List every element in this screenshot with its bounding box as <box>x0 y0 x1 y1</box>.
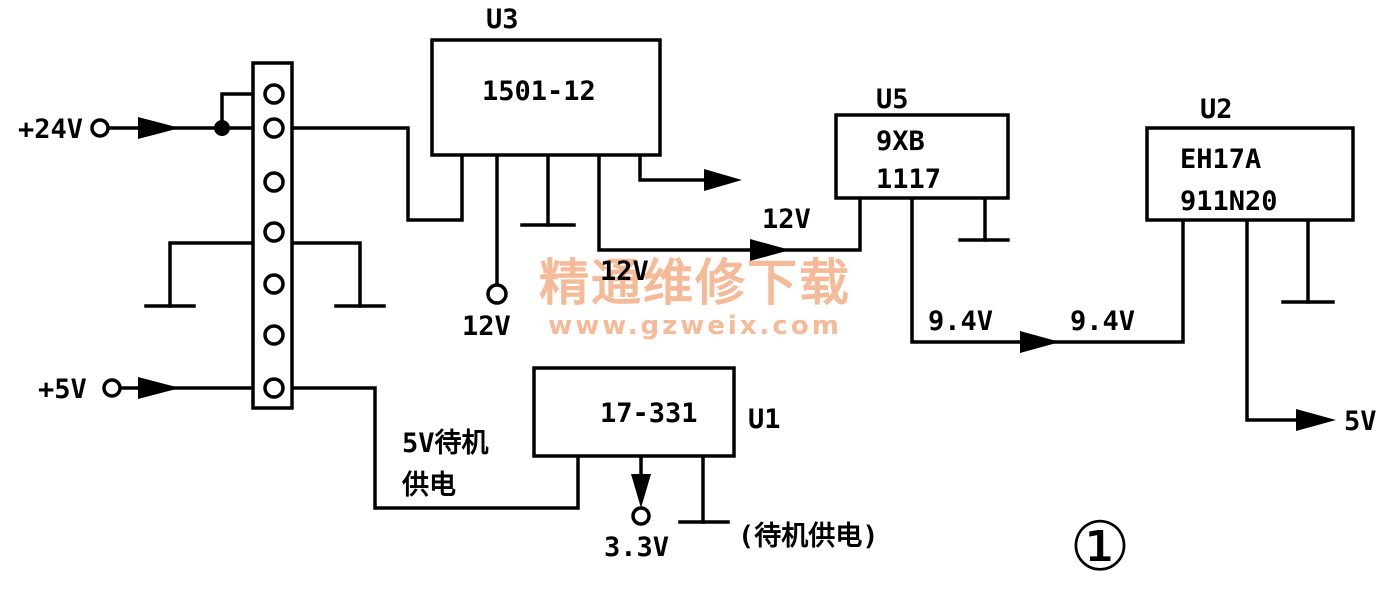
terminal-u1-3v3 <box>631 506 651 526</box>
watermark-url: www.gzweix.com <box>548 311 842 341</box>
wire-connector-ground-right <box>290 241 362 308</box>
ic-u3-box <box>430 38 662 157</box>
ic-u5-box <box>834 113 1010 200</box>
label-u5-out-b: 9.4V <box>1070 306 1135 337</box>
label-u1-input-line2: 供电 <box>401 470 456 501</box>
u1-part: 17-331 <box>600 398 698 429</box>
ic-u2-box <box>1145 126 1355 222</box>
arrow-u1-3v3-output <box>631 474 651 508</box>
terminal-5v-input <box>102 378 122 398</box>
wire-connector-to-u3 <box>290 126 464 222</box>
connector-pin-4 <box>263 221 285 243</box>
arrow-5v-input <box>138 377 180 399</box>
label-u3-12v-branch: 12V <box>462 311 511 342</box>
junction-dot-24v <box>214 120 230 136</box>
arrow-u5-to-u2 <box>1020 331 1060 353</box>
wire-u3-main-output <box>638 153 714 182</box>
watermark-cn: 精通维修下载 <box>539 254 851 312</box>
arrow-u3-to-u5 <box>750 239 790 261</box>
terminal-u3-12v <box>486 283 508 305</box>
u3-name: U3 <box>486 4 519 35</box>
label-u1-input-line1: 5V待机 <box>402 428 489 459</box>
terminal-24v-input <box>90 118 110 138</box>
u2-name: U2 <box>1200 94 1233 125</box>
label-u1-standby-note: (待机供电) <box>738 521 879 552</box>
arrow-u2-output <box>1296 409 1336 431</box>
label-u3-12v-main: 12V <box>762 204 811 235</box>
connector-pin-2 <box>263 117 285 139</box>
label-5v-input: +5V <box>38 374 87 405</box>
u5-name: U5 <box>876 84 909 115</box>
ic-u1-box <box>532 366 736 458</box>
label-u1-3v3-output: 3.3V <box>604 532 669 563</box>
arrow-u3-main-output <box>704 169 742 191</box>
label-u2-5v-output: 5V <box>1344 406 1377 437</box>
u3-part: 1501-12 <box>482 76 596 107</box>
connector-pin-6 <box>263 324 285 346</box>
label-u3-12v-wire: 12V <box>600 256 649 287</box>
u5-line1: 9XB <box>876 126 925 157</box>
connector-pin-3 <box>263 171 285 193</box>
label-u5-out-a: 9.4V <box>928 306 993 337</box>
connector-pin-5 <box>263 273 285 295</box>
wire-u2-output <box>1245 218 1302 422</box>
wire-24v-tap <box>220 92 264 130</box>
u5-line2: 1117 <box>876 164 941 195</box>
wire-connector-ground-left <box>168 241 260 308</box>
arrow-24v-input <box>138 117 180 139</box>
wire-u3-to-u5 <box>597 153 862 252</box>
u2-line1: EH17A <box>1180 144 1261 175</box>
connector-pin-1 <box>263 83 285 105</box>
connector-pin-7 <box>263 377 285 399</box>
figure-number: ① <box>1070 508 1131 587</box>
u1-name: U1 <box>748 404 781 435</box>
wire-connector-to-u1 <box>290 386 580 510</box>
u2-line2: 911N20 <box>1180 186 1278 217</box>
label-24v-input: +24V <box>18 114 83 145</box>
